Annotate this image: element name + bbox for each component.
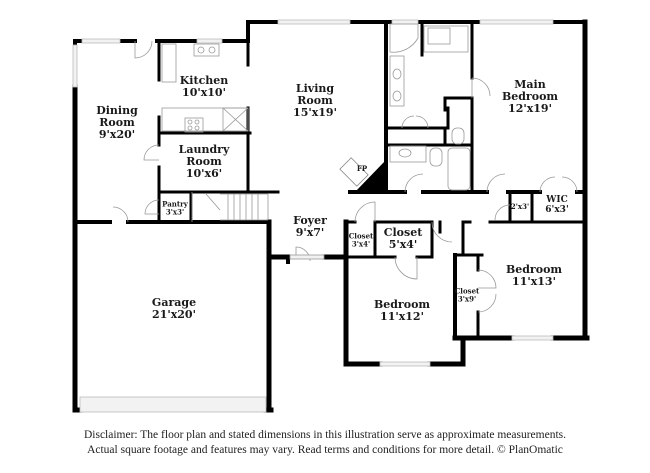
room-label-wic: WIC 6'x3' xyxy=(545,195,569,216)
room-name-line: Closet xyxy=(383,225,423,239)
room-name-line: Dining xyxy=(96,103,138,117)
front-door-frame xyxy=(289,254,325,260)
toilet xyxy=(451,127,465,145)
room-name-line: Garage xyxy=(151,295,197,309)
room-label-dining: Dining Room 9'x20' xyxy=(96,103,138,142)
room-dimensions: 10'x6' xyxy=(185,167,223,181)
room-dimensions: 11'x12' xyxy=(380,310,424,323)
room-label-living: Living Room 15'x19' xyxy=(293,81,337,120)
room-dimensions: 21'x20' xyxy=(152,308,196,321)
room-name-line: Room xyxy=(186,154,222,168)
fireplace-block xyxy=(355,160,386,192)
disclaimer: Disclaimer: The floor plan and stated di… xyxy=(0,428,650,458)
room-name-line: Closet xyxy=(348,231,374,241)
bathtub xyxy=(447,147,471,191)
room-dimensions: 9'x20' xyxy=(98,128,136,142)
room-name-line: Bedroom xyxy=(501,89,559,103)
room-dimensions: 15'x19' xyxy=(293,106,337,120)
fireplace-label: FP xyxy=(357,165,367,173)
fireplace-text: FP xyxy=(356,164,368,174)
room-name-line: Foyer xyxy=(293,213,327,227)
walls xyxy=(72,19,590,413)
fixtures xyxy=(161,23,471,222)
room-label-kitchen: Kitchen 10'x10' xyxy=(179,73,229,99)
kitchen-sink xyxy=(193,43,220,57)
room-dimensions: 3'x4' xyxy=(351,239,371,248)
room-name-line: Main xyxy=(514,77,546,91)
hall-vanity xyxy=(389,145,427,163)
room-label-bedroom-2: Bedroom 11'x12' xyxy=(373,297,431,323)
room-label-linen: 2'x3' xyxy=(511,203,529,211)
fireplace-hearth xyxy=(339,157,369,187)
room-name-line: Closet xyxy=(454,286,480,296)
room-dimensions: 6'x3' xyxy=(545,205,569,215)
room-name-line: Room xyxy=(297,93,333,107)
windows xyxy=(72,19,554,413)
room-label-laundry: Laundry Room 10'x6' xyxy=(178,142,230,181)
room-dimensions: 3'x9' xyxy=(457,294,477,303)
room-name-line: Living xyxy=(295,81,335,95)
room-label-closet-mid: Closet 5'x4' xyxy=(383,225,423,251)
room-label-foyer: Foyer 9'x7' xyxy=(293,213,327,239)
room-dimensions: 10'x10' xyxy=(182,86,226,99)
room-name-line: WIC xyxy=(546,195,568,206)
room-label-main-bedroom: Main Bedroom 12'x19' xyxy=(501,77,559,116)
room-name-line: Bedroom xyxy=(373,297,431,311)
room-name-line: Kitchen xyxy=(179,73,229,87)
stove xyxy=(184,117,204,133)
room-dimensions: 12'x19' xyxy=(508,102,552,116)
counter xyxy=(161,107,249,132)
room-dimensions: 9'x7' xyxy=(295,226,325,239)
corner-tub xyxy=(389,23,419,53)
room-label-closet-small: Closet 3'x4' xyxy=(349,232,374,247)
room-dimensions: 2'x3' xyxy=(510,202,530,212)
room-label-closet-long: Closet 3'x9' xyxy=(455,287,480,302)
room-name-line: Pantry xyxy=(162,199,188,209)
hall-toilet xyxy=(429,147,443,167)
vanity xyxy=(389,55,405,107)
shower xyxy=(423,25,469,53)
room-dimensions: 5'x4' xyxy=(388,238,418,251)
room-label-bedroom-3: Bedroom 11'x13' xyxy=(505,262,563,288)
room-name-line: Laundry xyxy=(178,142,230,156)
disclaimer-line-2: Actual square footage and features may v… xyxy=(87,444,563,456)
room-label-garage: Garage 21'x20' xyxy=(151,295,197,321)
room-dimensions: 11'x13' xyxy=(512,275,556,288)
room-name-line: Bedroom xyxy=(505,262,563,276)
disclaimer-line-1: Disclaimer: The floor plan and stated di… xyxy=(83,429,567,441)
room-label-pantry: Pantry 3'x3' xyxy=(162,200,188,215)
room-name-line: Room xyxy=(99,115,135,129)
room-dimensions: 3'x3' xyxy=(165,207,185,216)
stairs xyxy=(205,193,269,221)
